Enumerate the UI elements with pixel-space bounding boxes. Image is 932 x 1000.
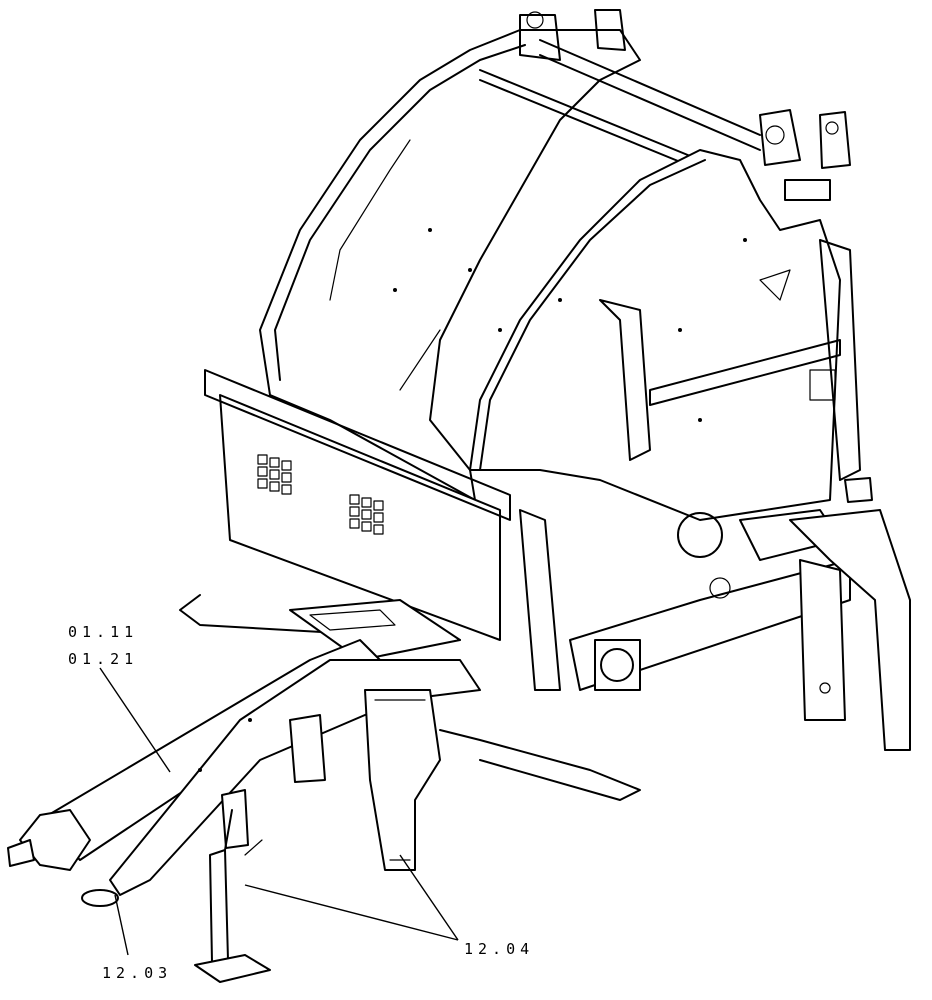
top-cross-tubes bbox=[479, 9, 851, 171]
callout-12-04: 12.04 bbox=[464, 940, 534, 958]
right-side-frame bbox=[469, 149, 861, 521]
jack-stand bbox=[194, 789, 271, 983]
leader-12-04-b bbox=[399, 854, 459, 941]
callout-01-11: 01.11 bbox=[68, 623, 138, 641]
leader-01 bbox=[99, 667, 171, 773]
leader-12-03 bbox=[114, 894, 129, 956]
leader-lines bbox=[99, 667, 459, 956]
front-lower-panel bbox=[204, 369, 511, 641]
callout-12-03: 12.03 bbox=[102, 964, 172, 982]
drawbar-assembly bbox=[7, 594, 641, 907]
lower-right-housing bbox=[519, 477, 911, 751]
leader-12-04-a bbox=[244, 884, 459, 941]
grille-right bbox=[349, 494, 384, 535]
rivet-dots bbox=[198, 228, 747, 772]
grille-left bbox=[257, 454, 292, 495]
callout-01-21: 01.21 bbox=[68, 650, 138, 668]
